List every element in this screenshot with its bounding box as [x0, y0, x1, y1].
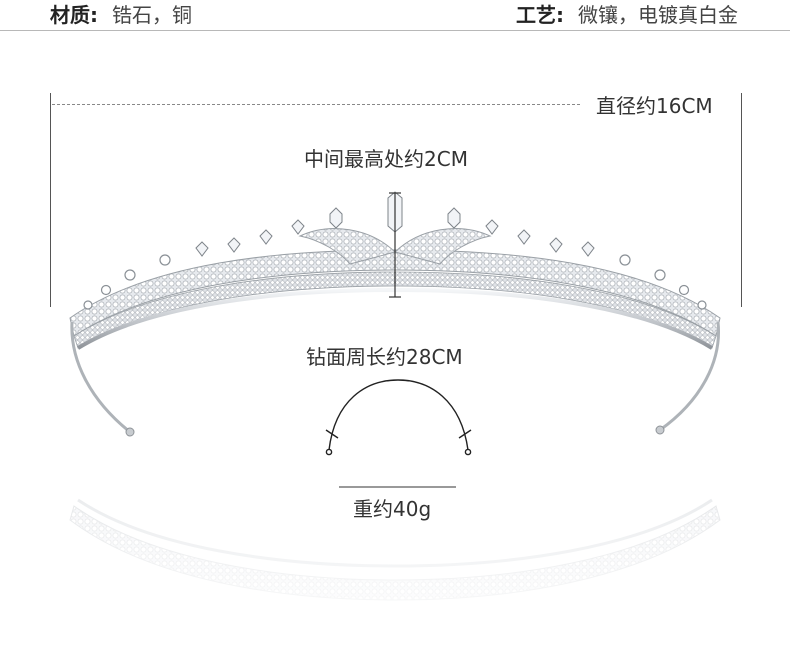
material-spec: 材质: 锆石，铜 — [50, 2, 192, 28]
spec-header: 材质: 锆石，铜 工艺: 微镶，电镀真白金 — [0, 0, 790, 31]
diameter-right-bound — [741, 93, 742, 307]
center-height-marker — [389, 192, 401, 298]
diameter-label: 直径约16CM — [596, 94, 713, 118]
weight-label: 重约40g — [353, 497, 432, 521]
perimeter-arc-icon — [325, 379, 472, 456]
craft-label: 工艺: — [516, 3, 564, 27]
craft-spec: 工艺: 微镶，电镀真白金 — [516, 2, 738, 28]
perimeter-label: 钻面周长约28CM — [306, 345, 463, 369]
material-value: 锆石，铜 — [112, 3, 192, 27]
craft-value: 微镶，电镀真白金 — [578, 3, 738, 27]
diameter-dashed-line — [52, 104, 580, 105]
diameter-left-bound — [50, 93, 51, 307]
tiara-body — [69, 191, 721, 437]
center-height-label: 中间最高处约2CM — [304, 147, 468, 171]
material-label: 材质: — [50, 3, 98, 27]
